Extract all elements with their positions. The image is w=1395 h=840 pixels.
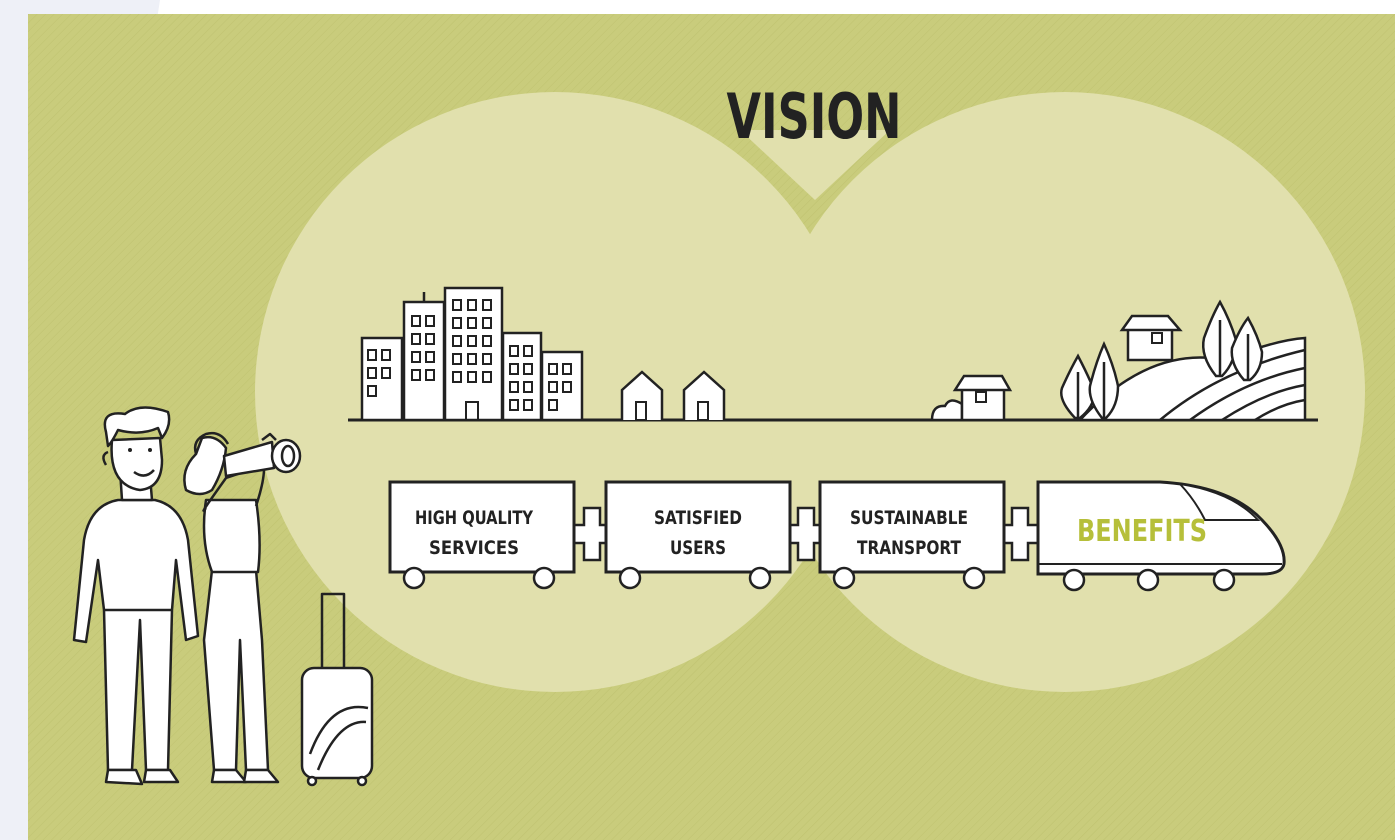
page-title: VISION <box>727 80 902 153</box>
wagon-label-line1: SUSTAINABLE <box>850 507 968 529</box>
benefits-label: BENEFITS <box>1077 514 1207 549</box>
tree-icon <box>1060 299 1264 420</box>
train-wagon: SATISFIED USERS <box>604 480 792 590</box>
city-buildings-icon <box>360 286 584 422</box>
wagon-label-line1: HIGH QUALITY <box>415 507 533 529</box>
wagon-label-line2: TRANSPORT <box>857 537 961 559</box>
woman-with-binoculars-icon <box>183 431 302 784</box>
train-locomotive: BENEFITS <box>1036 480 1286 592</box>
wagon-label-line2: USERS <box>670 537 726 559</box>
suitcase-icon <box>300 592 374 787</box>
house-icon <box>682 370 726 421</box>
house-icon <box>930 374 1013 422</box>
train-icon: HIGH QUALITY SERVICES SATISFIED USERS SU… <box>388 480 1286 592</box>
train-wagon: HIGH QUALITY SERVICES <box>388 480 576 590</box>
wagon-label-line2: SERVICES <box>429 537 519 559</box>
house-icon <box>620 370 664 421</box>
man-figure-icon <box>72 406 200 786</box>
wagon-label-line1: SATISFIED <box>654 507 742 529</box>
train-wagon: SUSTAINABLE TRANSPORT <box>818 480 1006 590</box>
